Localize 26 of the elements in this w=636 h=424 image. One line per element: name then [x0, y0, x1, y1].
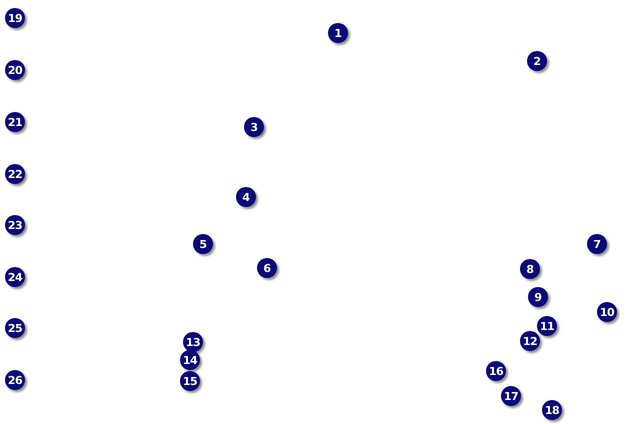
callout-number: 8: [520, 259, 540, 279]
callout-number: 3: [244, 117, 264, 137]
callout-number: 20: [5, 60, 25, 80]
callout-number: 2: [527, 51, 547, 71]
callout-number: 18: [542, 400, 562, 420]
callout-number: 22: [5, 164, 25, 184]
callout-number: 6: [257, 258, 277, 278]
callout-number: 24: [5, 267, 25, 287]
callout-number: 5: [193, 234, 213, 254]
callout-number: 4: [236, 187, 256, 207]
callout-number: 7: [587, 234, 607, 254]
callout-number: 10: [597, 302, 617, 322]
callout-number: 13: [183, 332, 203, 352]
callout-number: 19: [5, 8, 25, 28]
callout-number: 1: [328, 23, 348, 43]
callout-number: 21: [5, 112, 25, 132]
callout-number: 11: [537, 316, 557, 336]
callout-number: 14: [180, 350, 200, 370]
callout-number: 9: [528, 287, 548, 307]
callout-number: 17: [501, 386, 521, 406]
callout-number: 12: [520, 331, 540, 351]
callout-number: 16: [486, 361, 506, 381]
callout-number: 23: [5, 215, 25, 235]
callout-number: 15: [180, 371, 200, 391]
callout-number: 26: [5, 370, 25, 390]
callout-number: 25: [5, 318, 25, 338]
